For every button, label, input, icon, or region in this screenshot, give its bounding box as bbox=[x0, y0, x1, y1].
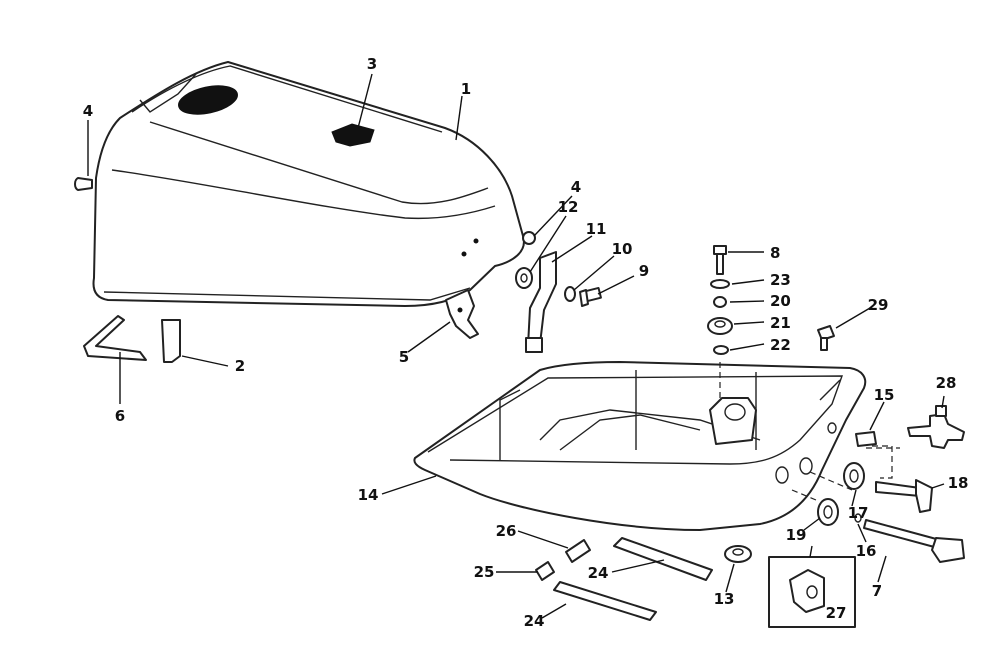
callout-23: 23 bbox=[770, 271, 791, 289]
strip-24-lower bbox=[553, 581, 657, 621]
callout-15: 15 bbox=[874, 386, 895, 404]
callout-24-upper: 24 bbox=[588, 564, 609, 582]
screw-9 bbox=[579, 286, 602, 307]
callout-17: 17 bbox=[848, 504, 869, 522]
sleeve-25 bbox=[535, 561, 555, 581]
callout-21: 21 bbox=[770, 314, 791, 332]
callout-29: 29 bbox=[868, 296, 889, 314]
leader-lines bbox=[87, 73, 945, 619]
callout-19: 19 bbox=[786, 526, 807, 544]
grommet-13 bbox=[724, 545, 752, 563]
shift-rod-7 bbox=[863, 519, 965, 563]
lower-cowl-pan bbox=[413, 361, 867, 531]
push-pin-right bbox=[461, 231, 536, 257]
callout-4-left: 4 bbox=[83, 102, 93, 120]
washer-10 bbox=[564, 286, 576, 302]
callout-11: 11 bbox=[586, 220, 607, 238]
screw-29 bbox=[817, 325, 835, 351]
callout-4-right: 4 bbox=[571, 178, 581, 196]
bushing-20 bbox=[713, 296, 727, 308]
bushing-15 bbox=[855, 431, 877, 447]
clip-16 bbox=[854, 513, 862, 523]
choke-knob-18 bbox=[875, 479, 933, 513]
handle-6 bbox=[83, 315, 147, 361]
callout-28: 28 bbox=[936, 374, 957, 392]
callout-7: 7 bbox=[872, 582, 882, 600]
latch-plate-5 bbox=[445, 289, 479, 339]
washer-22 bbox=[713, 345, 729, 355]
bracket-2 bbox=[161, 319, 181, 363]
callout-13: 13 bbox=[714, 590, 735, 608]
callout-16: 16 bbox=[856, 542, 877, 560]
grommet-21 bbox=[707, 317, 733, 335]
engine-cover-hood bbox=[92, 61, 525, 307]
bolt-8 bbox=[713, 245, 727, 275]
sleeve-26 bbox=[565, 539, 591, 563]
callout-18: 18 bbox=[948, 474, 969, 492]
callout-12: 12 bbox=[558, 198, 579, 216]
inset-box-27 bbox=[768, 545, 856, 628]
callout-14: 14 bbox=[358, 486, 379, 504]
tube-24-upper bbox=[613, 537, 713, 581]
callout-27: 27 bbox=[826, 604, 847, 622]
callout-20: 20 bbox=[770, 292, 791, 310]
callout-9: 9 bbox=[639, 262, 649, 280]
callout-22: 22 bbox=[770, 336, 791, 354]
grommet-17 bbox=[843, 462, 865, 490]
push-pin-left bbox=[74, 177, 93, 191]
callout-3: 3 bbox=[367, 55, 377, 73]
callout-6: 6 bbox=[115, 407, 125, 425]
callout-8: 8 bbox=[770, 244, 780, 262]
grommet-19 bbox=[817, 498, 839, 526]
washer-23 bbox=[710, 279, 730, 289]
callout-10: 10 bbox=[612, 240, 633, 258]
callout-1: 1 bbox=[461, 80, 471, 98]
grommet-12 bbox=[515, 267, 533, 289]
callout-24-lower: 24 bbox=[524, 612, 545, 630]
fuel-connector-28 bbox=[907, 405, 965, 449]
callout-2: 2 bbox=[235, 357, 245, 375]
callout-25: 25 bbox=[474, 563, 495, 581]
callout-5: 5 bbox=[399, 348, 409, 366]
callout-26: 26 bbox=[496, 522, 517, 540]
latch-lever-11 bbox=[525, 251, 557, 353]
